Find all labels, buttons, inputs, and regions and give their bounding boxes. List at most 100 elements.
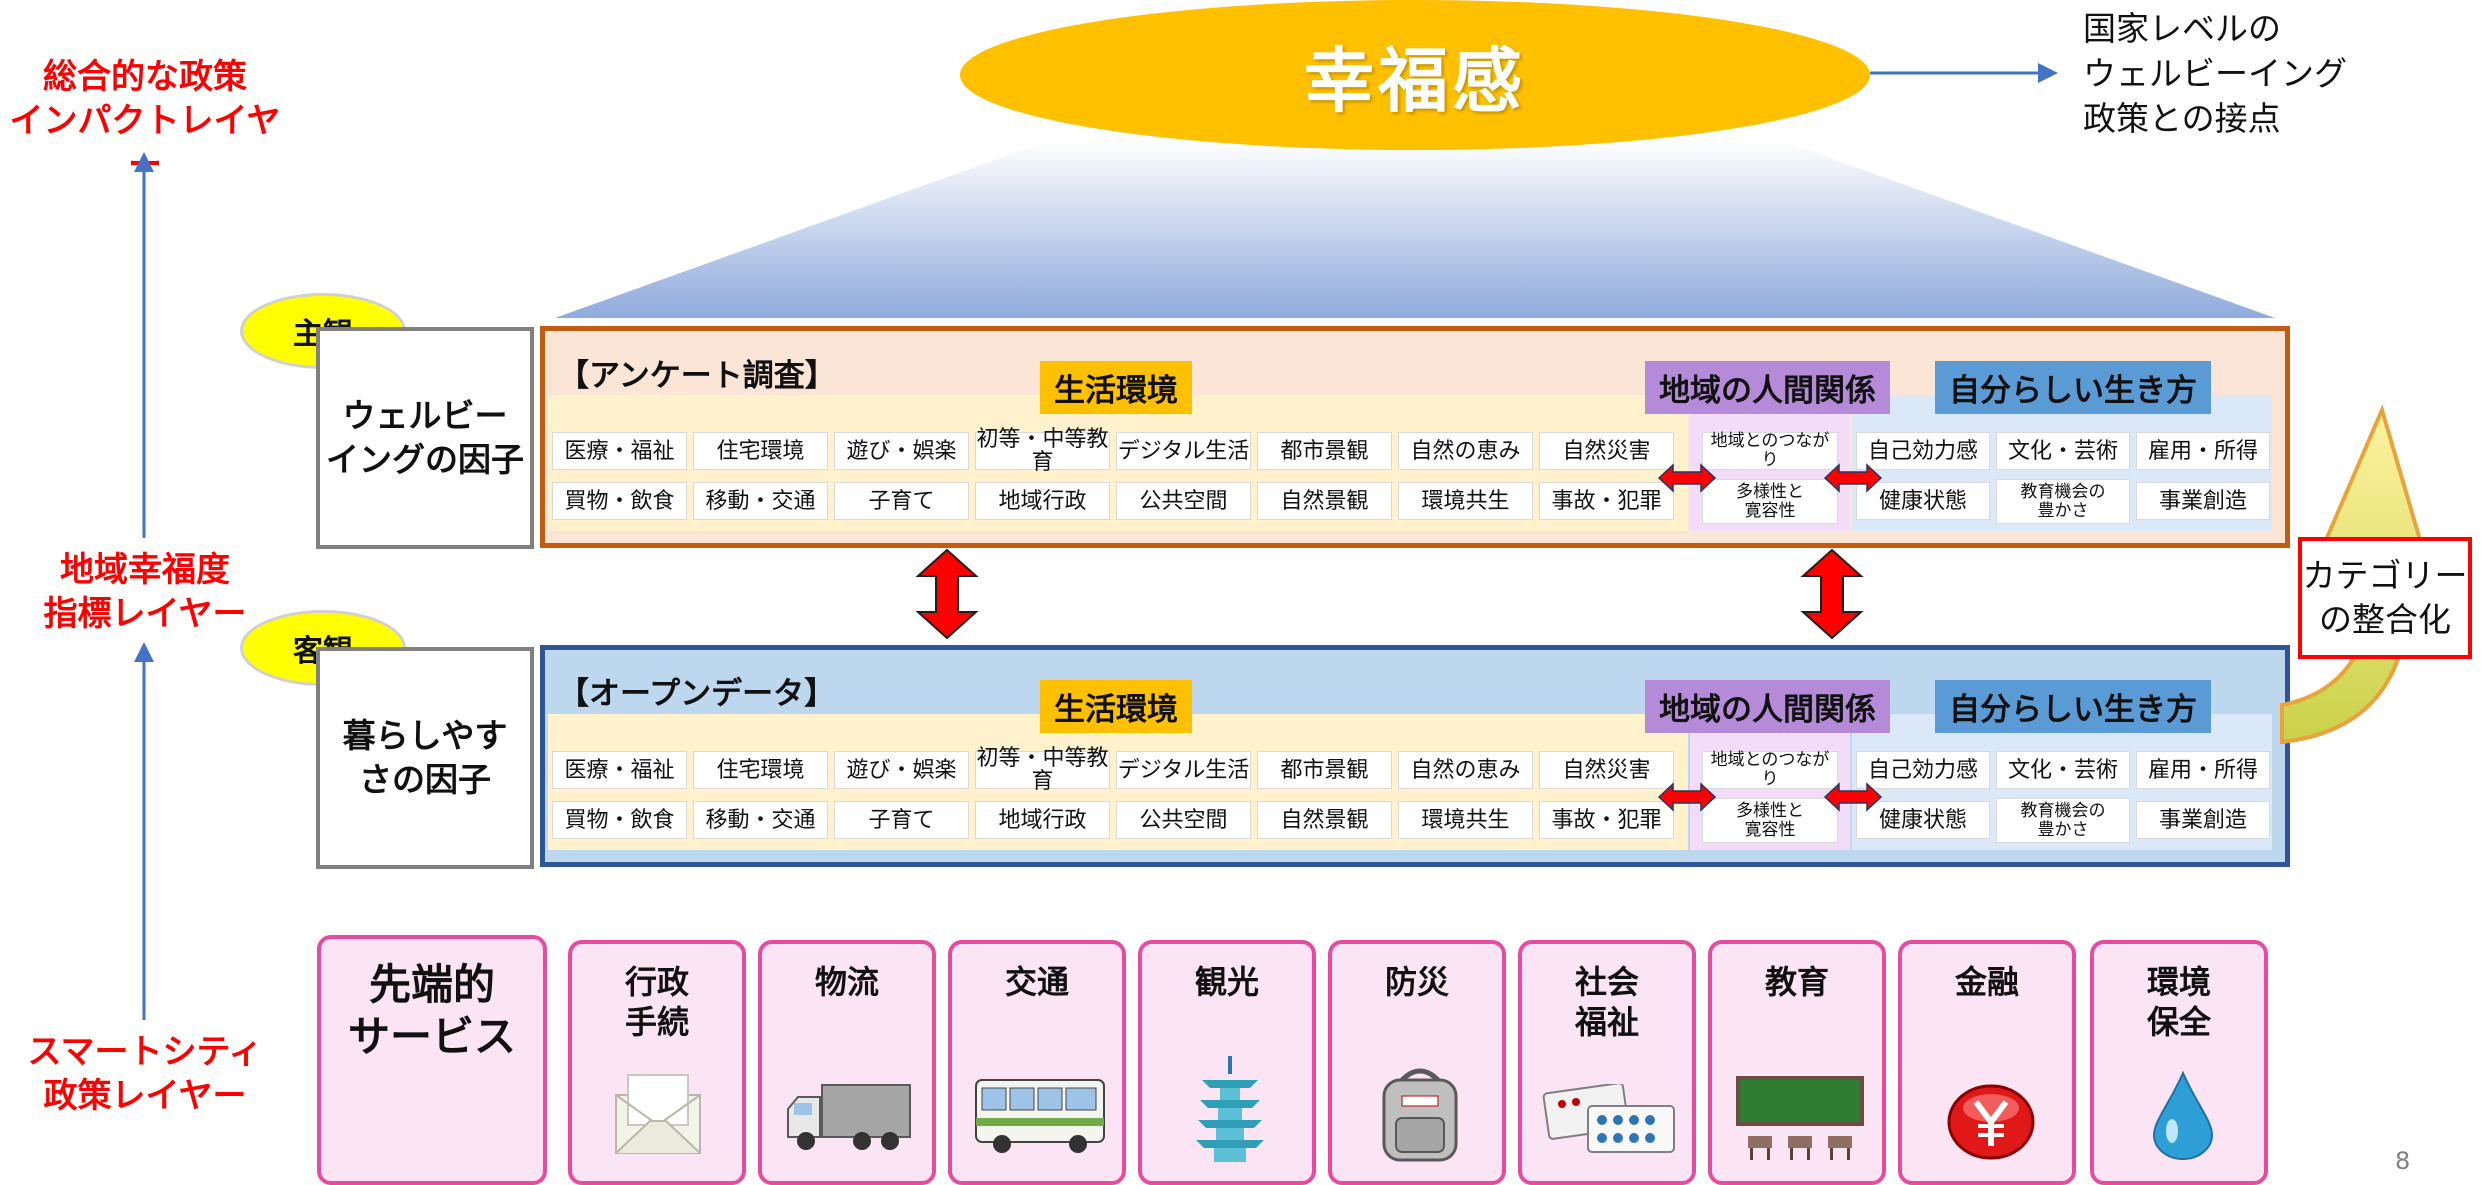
alignment-curved-arrow xyxy=(2280,404,2423,745)
opendata-life-cell: 住宅環境 xyxy=(693,751,828,789)
survey-life-cell: 買物・飲食 xyxy=(552,482,687,520)
opendata-self-cell: 事業創造 xyxy=(2136,801,2270,839)
survey-life-cell: 事故・犯罪 xyxy=(1539,482,1674,520)
layer-label-middle: 地域幸福度 指標レイヤー xyxy=(43,550,247,634)
opendata-life-cell: 都市景観 xyxy=(1257,751,1392,789)
opendata-life-cell: 移動・交通 xyxy=(693,801,828,839)
service-label: 観光 xyxy=(1194,963,1259,1001)
service-label: 環境 保全 xyxy=(2146,963,2211,1041)
survey-life-cell: 医療・福祉 xyxy=(552,432,687,470)
medicine-icon xyxy=(1542,1084,1675,1153)
opendata-life-cell: 環境共生 xyxy=(1398,801,1533,839)
category-alignment-callout: カテゴリー の整合化 xyxy=(2298,537,2472,659)
opendata-life-cell: 自然災害 xyxy=(1539,751,1674,789)
survey-category-self: 自分らしい生き方 xyxy=(1935,361,2211,414)
service-label: 物流 xyxy=(814,963,879,1001)
opendata-life-cell: 事故・犯罪 xyxy=(1539,801,1674,839)
subjective-factor-box: ウェルビー イングの因子 xyxy=(316,327,534,549)
vertical-link-arrow-right xyxy=(1800,548,1864,640)
layer-arrow-upper xyxy=(134,152,154,538)
survey-self-cell: 文化・芸術 xyxy=(1996,432,2130,470)
opendata-life-cell: 初等・中等教育 xyxy=(975,746,1110,794)
service-label: 行政 手続 xyxy=(624,963,689,1041)
layer-label-top: 総合的な政策 インパクトレイヤー xyxy=(9,57,281,185)
opendata-self-cell: 自己効力感 xyxy=(1856,751,1990,789)
national-arrow xyxy=(1870,63,2058,83)
service-label: 社会 福祉 xyxy=(1574,963,1639,1041)
happiness-ellipse: 幸福感 xyxy=(960,0,1870,150)
service-card-tourism: 観光 xyxy=(1138,940,1316,1185)
survey-panel-title: 【アンケート調査】 xyxy=(558,358,836,394)
truck-icon xyxy=(787,1084,911,1150)
opendata-self-cell: 健康状態 xyxy=(1856,801,1990,839)
survey-life-cell: 環境共生 xyxy=(1398,482,1533,520)
blackboard-icon xyxy=(1736,1076,1864,1160)
survey-link-arrow-right xyxy=(1823,463,1883,493)
survey-life-cell: 住宅環境 xyxy=(693,432,828,470)
national-note: 国家レベルの ウェルビーイング 政策との接点 xyxy=(2083,9,2347,138)
opendata-self-cell: 教育機会の 豊かさ xyxy=(1996,798,2130,843)
service-card-welfare: 社会 福祉 xyxy=(1518,940,1696,1185)
opendata-life-cell: 自然の恵み xyxy=(1398,751,1533,789)
survey-life-cell: 自然災害 xyxy=(1539,432,1674,470)
survey-life-cell: 遊び・娯楽 xyxy=(834,432,969,470)
survey-relations-cell: 地域とのつながり xyxy=(1702,432,1838,470)
survey-category-relations: 地域の人間関係 xyxy=(1645,361,1890,414)
advanced-services-box: 先端的 サービス xyxy=(317,935,547,1185)
service-card-transport: 交通 xyxy=(948,940,1126,1185)
water-drop-icon xyxy=(2152,1070,2214,1160)
page-number: 8 xyxy=(2395,1147,2411,1175)
opendata-category-life: 生活環境 xyxy=(1040,680,1192,733)
survey-life-cell: 移動・交通 xyxy=(693,482,828,520)
service-card-admin: 行政 手続 xyxy=(568,940,746,1185)
opendata-life-cell: 地域行政 xyxy=(975,801,1110,839)
survey-life-cell: 公共空間 xyxy=(1116,482,1251,520)
opendata-category-self: 自分らしい生き方 xyxy=(1935,680,2211,733)
survey-self-cell: 健康状態 xyxy=(1856,482,1990,520)
layer-arrow-lower xyxy=(134,642,154,1020)
opendata-panel-title: 【オープンデータ】 xyxy=(558,676,836,712)
vertical-link-arrow-left xyxy=(915,548,979,640)
survey-life-cell: 都市景観 xyxy=(1257,432,1392,470)
survey-life-cell: デジタル生活 xyxy=(1116,432,1251,470)
opendata-life-cell: デジタル生活 xyxy=(1116,751,1251,789)
happiness-cone xyxy=(555,140,2275,318)
service-label: 防災 xyxy=(1384,963,1449,1001)
survey-life-cell: 初等・中等教育 xyxy=(975,427,1110,475)
opendata-self-cell: 雇用・所得 xyxy=(2136,751,2270,789)
survey-self-cell: 自己効力感 xyxy=(1856,432,1990,470)
envelope-icon xyxy=(615,1074,701,1154)
service-card-education: 教育 xyxy=(1708,940,1886,1185)
service-card-finance: 金融 xyxy=(1898,940,2076,1185)
service-card-disaster: 防災 xyxy=(1328,940,1506,1185)
survey-life-cell: 自然景観 xyxy=(1257,482,1392,520)
opendata-link-arrow-right xyxy=(1823,782,1883,812)
opendata-life-cell: 遊び・娯楽 xyxy=(834,751,969,789)
survey-self-cell: 教育機会の 豊かさ xyxy=(1996,479,2130,524)
survey-self-cell: 事業創造 xyxy=(2136,482,2270,520)
survey-relations-cell: 多様性と 寛容性 xyxy=(1702,479,1838,524)
survey-life-cell: 子育て xyxy=(834,482,969,520)
survey-category-life: 生活環境 xyxy=(1040,361,1192,414)
service-label: 交通 xyxy=(1004,963,1069,1001)
opendata-life-cell: 医療・福祉 xyxy=(552,751,687,789)
objective-factor-box: 暮らしやす さの因子 xyxy=(316,647,534,869)
layer-label-bottom: スマートシティ 政策レイヤー xyxy=(27,1032,263,1116)
survey-self-cell: 雇用・所得 xyxy=(2136,432,2270,470)
survey-link-arrow-left xyxy=(1657,463,1717,493)
service-card-environment: 環境 保全 xyxy=(2090,940,2268,1185)
yen-icon xyxy=(1947,1084,2035,1160)
bus-icon xyxy=(975,1079,1105,1153)
opendata-life-cell: 買物・飲食 xyxy=(552,801,687,839)
opendata-life-cell: 公共空間 xyxy=(1116,801,1251,839)
survey-life-cell: 地域行政 xyxy=(975,482,1110,520)
pagoda-icon xyxy=(1196,1056,1264,1162)
service-label: 教育 xyxy=(1764,963,1829,1001)
opendata-life-cell: 子育て xyxy=(834,801,969,839)
survey-life-cell: 自然の恵み xyxy=(1398,432,1533,470)
service-card-logistics: 物流 xyxy=(758,940,936,1185)
opendata-relations-cell: 多様性と 寛容性 xyxy=(1702,798,1838,843)
opendata-life-cell: 自然景観 xyxy=(1257,801,1392,839)
backpack-icon xyxy=(1382,1068,1458,1162)
advanced-services-title: 先端的 サービス xyxy=(347,960,516,1061)
